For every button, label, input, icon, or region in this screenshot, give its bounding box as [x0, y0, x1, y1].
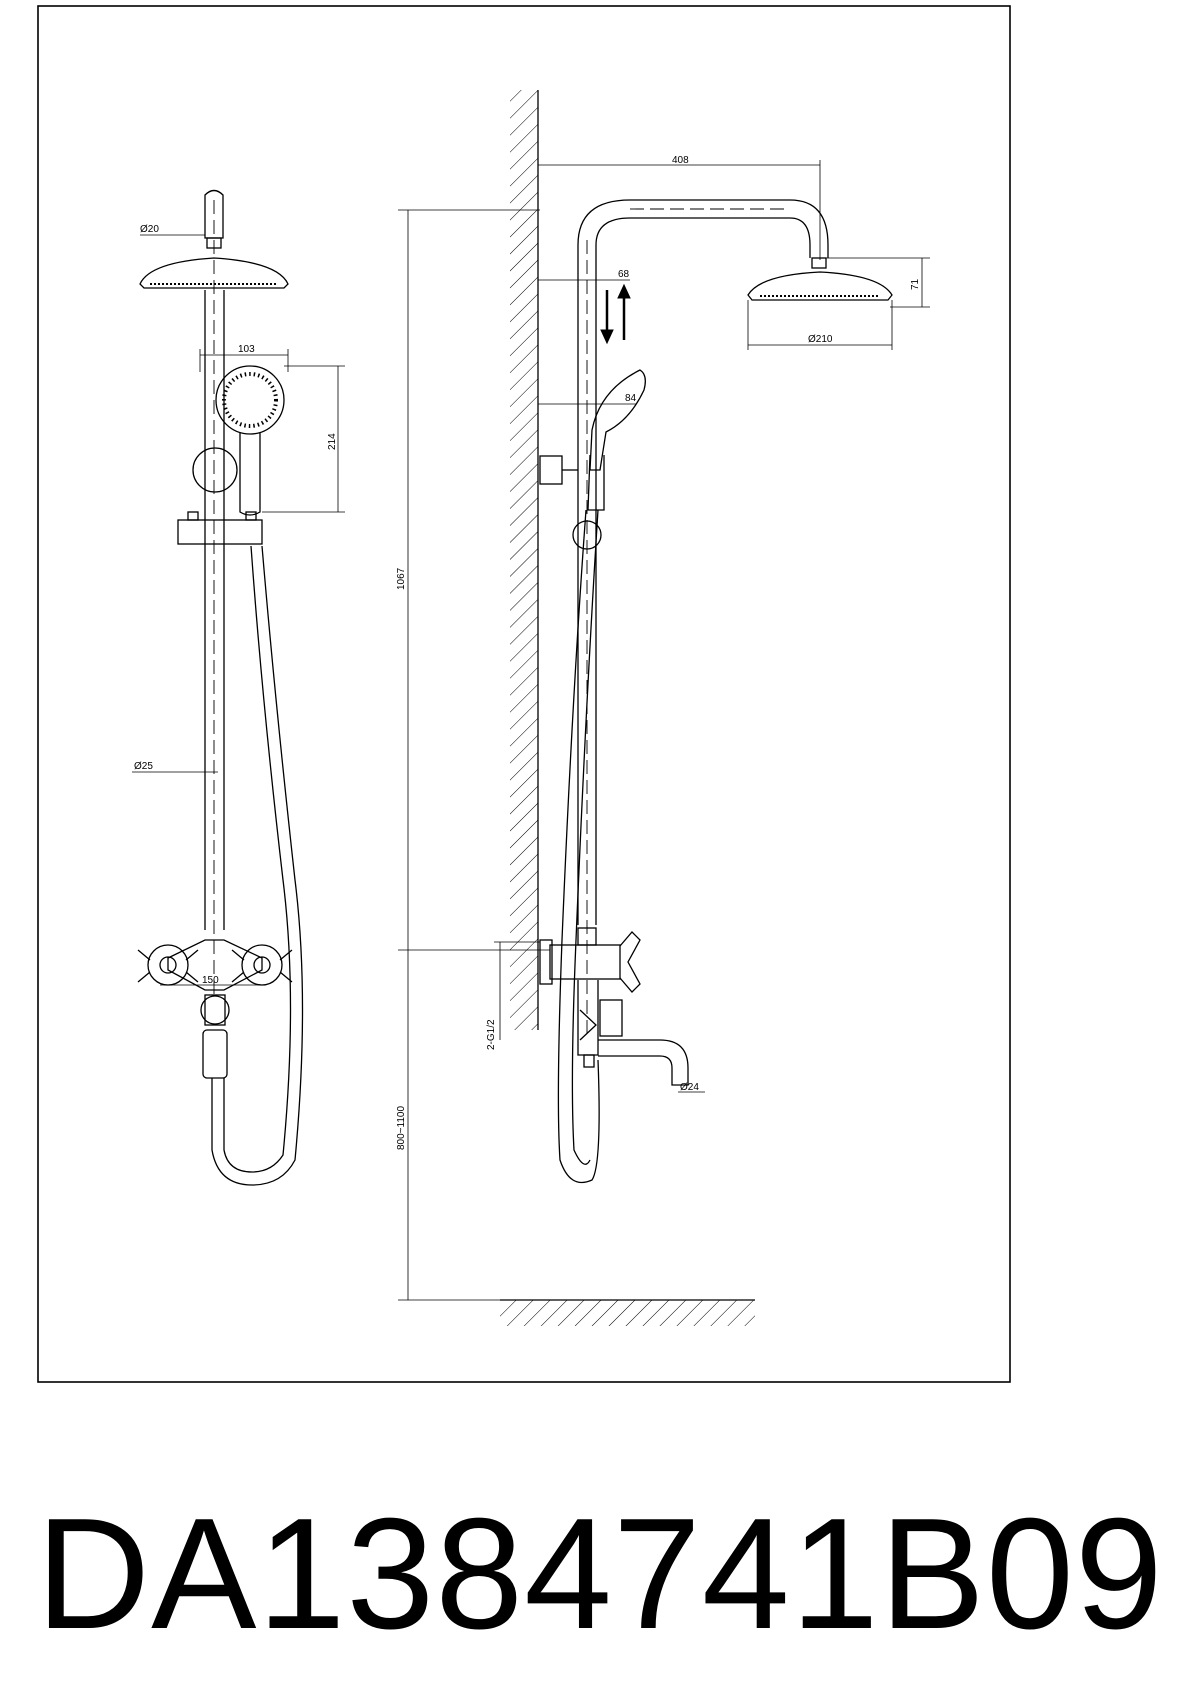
dim-wall-offset: 68 [618, 269, 630, 280]
dim-mixer-center-spacing: 150 [202, 975, 219, 986]
dim-pipe-diameter: Ø25 [134, 761, 153, 772]
drawing-frame [37, 5, 1011, 1383]
dim-total-height: 1067 [396, 567, 407, 590]
floor-hatch [500, 1300, 755, 1326]
spout-front [202, 1029, 228, 1079]
dim-inlet-thread: 2-G1/2 [486, 1019, 497, 1050]
height-adjust-arrows [600, 283, 631, 345]
hand-shower-handle [239, 432, 261, 516]
model-code: DA1384741B09 [36, 1486, 1164, 1662]
hand-shower-side [589, 369, 646, 471]
overhead-shower-front [139, 257, 289, 289]
dim-head-diameter: Ø210 [808, 334, 833, 345]
overhead-shower-side [747, 271, 893, 301]
diverter-knob [200, 995, 230, 1025]
dim-hand-shower-length: 214 [327, 433, 338, 450]
front-dimensions [132, 234, 345, 986]
wall-hatch [510, 90, 538, 1030]
top-fitting [204, 189, 224, 239]
dim-arm-reach: 408 [672, 155, 689, 166]
slide-holder [177, 519, 263, 545]
dim-top-fitting-diameter: Ø20 [140, 224, 159, 235]
dim-spout-diameter: Ø24 [680, 1082, 699, 1093]
side-dimensions [398, 160, 930, 1301]
front-view [137, 189, 304, 1186]
dim-hand-shower-width: 103 [238, 344, 255, 355]
hose-side [557, 509, 600, 1184]
mixer-front [167, 939, 263, 991]
hose-outer [211, 545, 304, 1186]
shower-arm [577, 199, 829, 258]
dim-head-height: 71 [910, 278, 921, 290]
dim-mount-height: 800~1100 [396, 1106, 407, 1150]
bath-spout [598, 1039, 689, 1086]
side-view [539, 199, 893, 1184]
mixer-handle-side [619, 931, 641, 993]
dim-hand-shower-offset: 84 [625, 393, 637, 404]
wall-bracket [539, 455, 563, 485]
slide-holder-side [572, 520, 602, 550]
hand-shower-front [215, 365, 285, 435]
hose-inner [223, 545, 292, 1173]
